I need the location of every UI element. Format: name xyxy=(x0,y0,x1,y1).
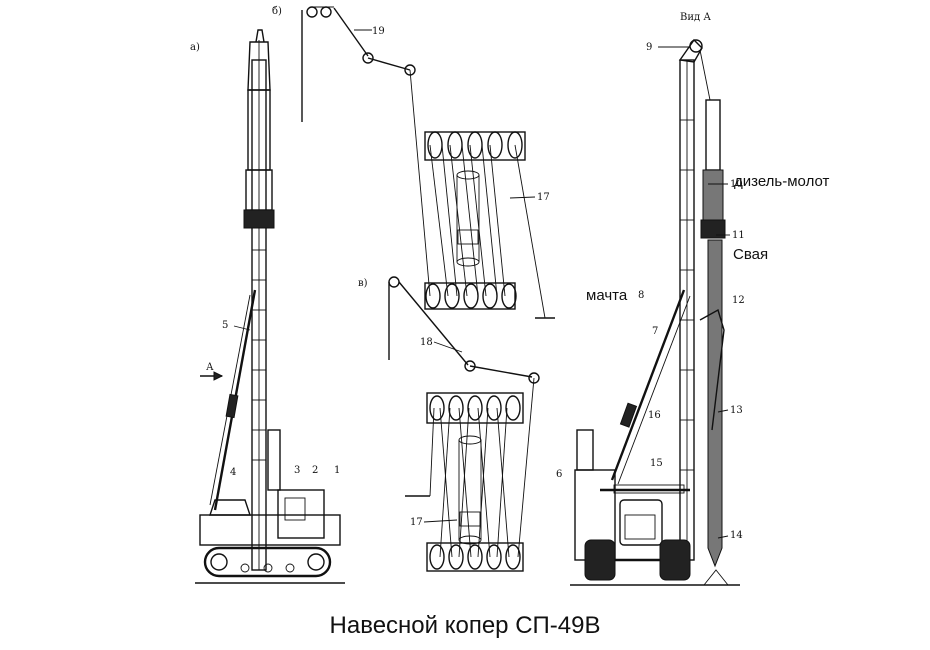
mast-ladder xyxy=(252,249,266,461)
callout-15: 15 xyxy=(650,458,663,469)
callout-7: 7 xyxy=(652,326,658,337)
label-view-b: б) xyxy=(272,6,282,17)
label-pile: Свая xyxy=(733,246,768,263)
callout-16: 16 xyxy=(648,410,661,421)
label-mast: мачта xyxy=(586,287,628,304)
callout-18: 18 xyxy=(420,337,433,348)
callout-12: 12 xyxy=(732,295,745,306)
callout-17-upper: 17 xyxy=(537,192,550,203)
label-diesel-hammer: дизель-молот xyxy=(734,173,830,190)
callout-14: 14 xyxy=(730,530,743,541)
label-view-vid-a: Вид А xyxy=(680,12,711,23)
callout-6: 6 xyxy=(556,469,562,480)
callout-5: 5 xyxy=(222,320,228,331)
view-a-front-machine xyxy=(570,38,740,586)
view-b-reeving xyxy=(301,6,555,319)
callout-13: 13 xyxy=(730,405,743,416)
callout-8: 8 xyxy=(638,290,644,301)
view-v-reeving xyxy=(388,276,540,572)
view-a-side-machine xyxy=(195,29,345,584)
label-view-a: а) xyxy=(190,42,200,53)
callout-19: 19 xyxy=(372,26,385,37)
callout-9: 9 xyxy=(646,42,652,53)
callout-2: 2 xyxy=(312,465,318,476)
callout-17-lower: 17 xyxy=(410,517,423,528)
label-view-v: в) xyxy=(358,278,368,289)
figure-caption: Навесной копер СП-49В xyxy=(329,612,601,639)
callout-11: 11 xyxy=(732,230,745,241)
diagram-labels: а) б) в) Вид А А 1 2 3 4 5 6 7 8 9 10 11… xyxy=(190,6,830,541)
callout-1: 1 xyxy=(334,465,340,476)
label-arrow-a: А xyxy=(206,362,214,373)
callout-10: 10 xyxy=(730,179,743,190)
front-mast-ladder xyxy=(680,119,694,471)
callout-4: 4 xyxy=(230,467,236,478)
callout-3: 3 xyxy=(294,465,300,476)
